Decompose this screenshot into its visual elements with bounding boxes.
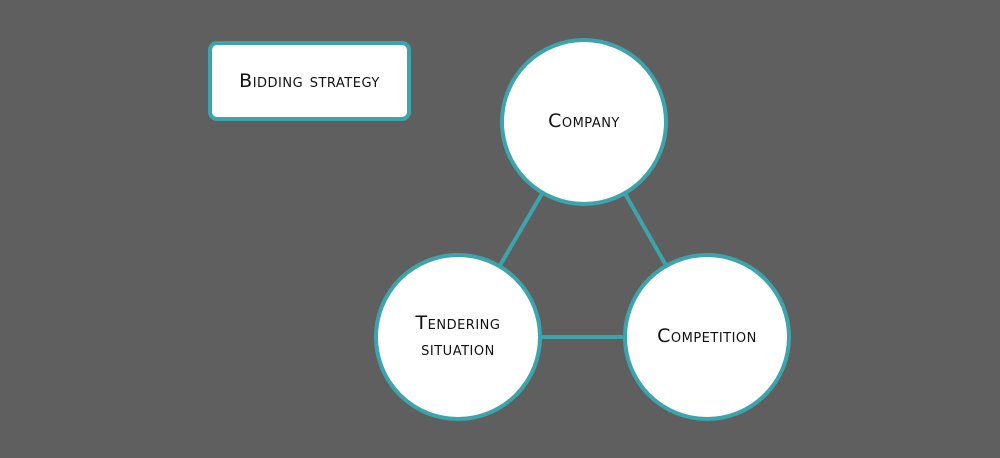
node-company: Company bbox=[500, 38, 668, 206]
node-competition-label: Competition bbox=[657, 325, 757, 348]
diagram-title-box: Bidding strategy bbox=[208, 41, 411, 121]
node-tendering-label: Tendering situation bbox=[415, 312, 501, 360]
node-competition: Competition bbox=[623, 253, 791, 421]
node-company-label: Company bbox=[548, 110, 620, 133]
node-tendering-situation: Tendering situation bbox=[374, 253, 542, 421]
diagram-title: Bidding strategy bbox=[239, 70, 380, 92]
